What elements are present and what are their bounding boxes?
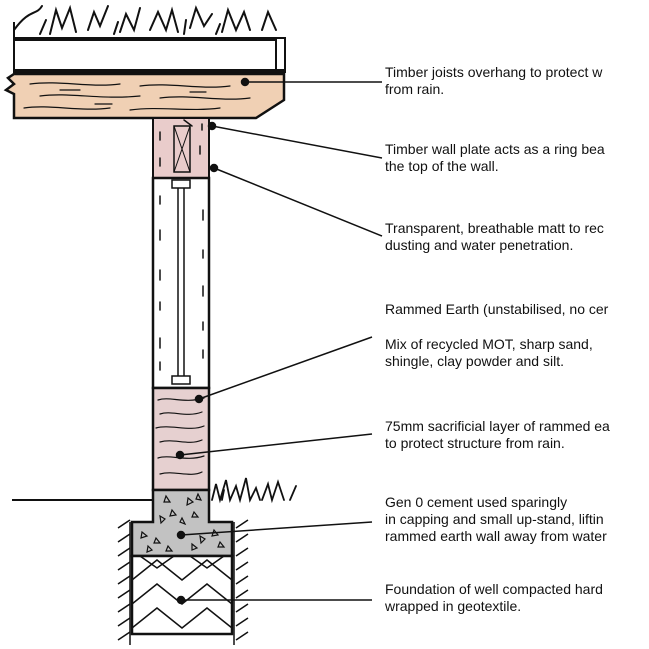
annotation-breathable-matt: Transparent, breathable matt to rec dust… (385, 220, 604, 253)
breathable-matt-lines (159, 195, 204, 371)
annotation-wall-plate: Timber wall plate acts as a ring bea the… (385, 141, 605, 174)
ground-grass (211, 477, 297, 504)
sacrificial-layer-grain (155, 397, 205, 475)
roof-timber-joist (3, 72, 286, 120)
annotation-foundation: Foundation of well compacted hard wrappe… (385, 581, 603, 614)
leader-lines (175, 77, 383, 605)
rammed-earth-wall (151, 176, 211, 390)
excavation-hatch (117, 519, 249, 645)
annotation-rammed-earth: Rammed Earth (unstabilised, no cer (385, 301, 609, 317)
roof-membrane (13, 37, 286, 73)
annotation-timber-joists: Timber joists overhang to protect w from… (385, 64, 603, 97)
cement-aggregate (140, 492, 226, 553)
threaded-rod (171, 179, 191, 385)
roof-timber-grain (23, 82, 251, 111)
hardcore-foundation (130, 554, 234, 636)
green-roof-grass (13, 4, 277, 35)
annotation-cement: Gen 0 cement used sparingly in capping a… (385, 494, 607, 544)
annotation-sacrificial-layer: 75mm sacrificial layer of rammed ea to p… (385, 418, 610, 451)
annotation-mix: Mix of recycled MOT, sharp sand, shingle… (385, 336, 593, 369)
sacrificial-rammed-earth-layer (151, 386, 211, 492)
